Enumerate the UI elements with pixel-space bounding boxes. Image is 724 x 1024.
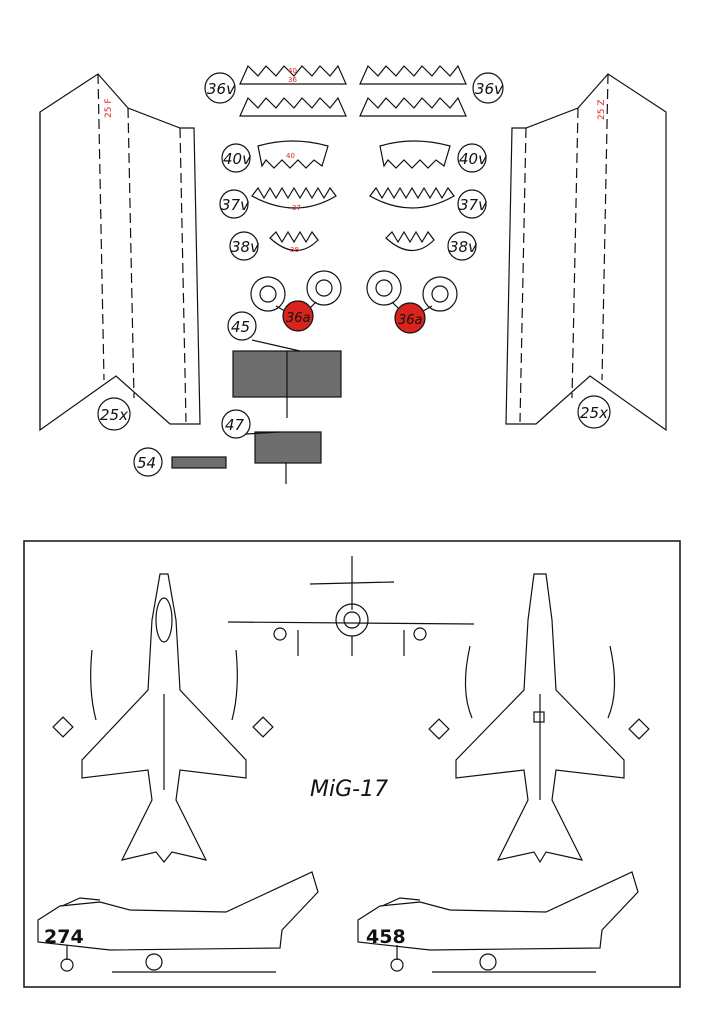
ring-inner-40: 40: [286, 152, 295, 160]
ring-inner-37: 37: [292, 204, 301, 212]
label-36v-right: 36v: [475, 80, 504, 98]
label-25x-right: 25x: [580, 404, 608, 422]
label-38v-left: 38v: [231, 238, 260, 256]
plane-side-view-left: 274: [37, 871, 319, 973]
label-37v-right: 37v: [459, 196, 488, 214]
label-36a-left: 36a: [286, 311, 311, 326]
rings-37v: 37 37v 37v: [219, 186, 488, 219]
side-number-left: 274: [44, 926, 84, 948]
disc-36a-right: [394, 302, 426, 334]
ring-inner-38: 38: [290, 246, 299, 254]
disc-36a-left: [282, 300, 314, 332]
strips-36v: 40 36 36v 36v: [204, 64, 504, 117]
label-38v-right: 38v: [449, 238, 478, 256]
label-36v-left: 36v: [207, 80, 236, 98]
right-wing-part: 25 Z 25x: [505, 73, 667, 432]
label-40v-left: 40v: [223, 150, 252, 168]
plane-side-view-right: 458: [357, 871, 639, 973]
side-number-right: 458: [366, 926, 406, 948]
label-40v-right: 40v: [459, 150, 488, 168]
plane-bottom-view: [428, 573, 650, 864]
label-36a-right: 36a: [398, 313, 423, 328]
wheel-discs: 36a 36a: [250, 270, 458, 334]
wing-red-label-right: 25 Z: [597, 100, 607, 120]
label-25x-left: 25x: [100, 406, 128, 424]
label-47: 47: [225, 416, 245, 434]
left-wing-part: 25 F 25x: [39, 73, 201, 432]
plane-top-view: [52, 573, 274, 863]
drawing-frame: [23, 540, 681, 988]
strip-red-36: 36: [288, 76, 297, 84]
plane-front-view: [227, 556, 475, 656]
label-54: 54: [137, 454, 156, 472]
strip-red-40: 40: [288, 67, 297, 75]
panel-47: 47: [221, 409, 322, 484]
rings-38v: 38 38v 38v: [229, 230, 478, 261]
panel-45: 45: [227, 311, 342, 418]
label-37v-left: 37v: [221, 196, 250, 214]
wing-red-label-left: 25 F: [104, 99, 114, 119]
drawing-title: MiG-17: [310, 777, 388, 802]
strip-54: 54: [133, 447, 227, 477]
label-45: 45: [231, 318, 250, 336]
rings-40v: 40 40v 40v: [221, 140, 488, 173]
